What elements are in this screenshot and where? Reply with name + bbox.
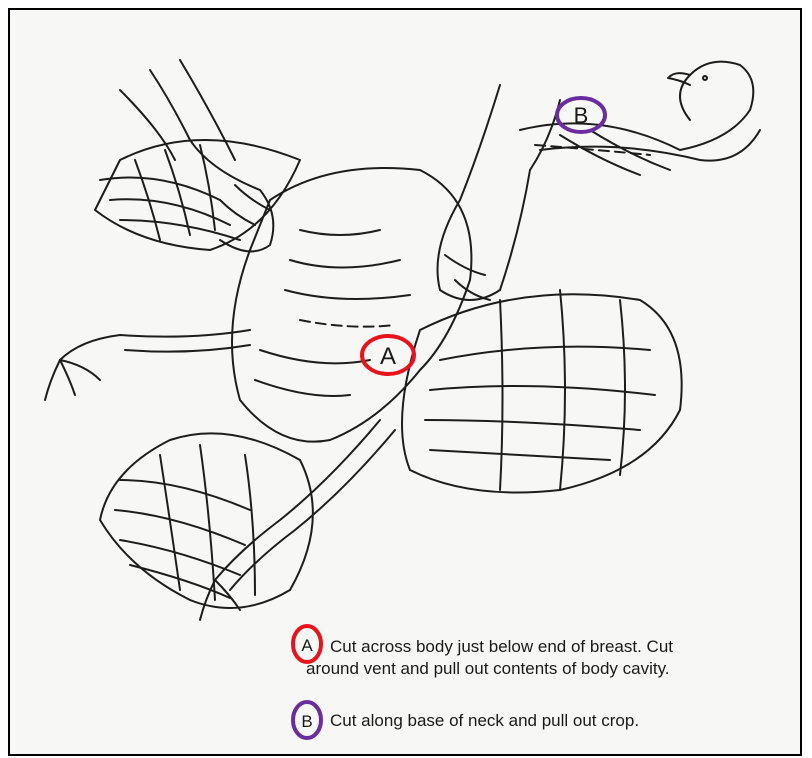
- marker-a-on-diagram: A: [362, 336, 414, 374]
- legend-a-letter: A: [301, 636, 313, 655]
- legend-a-text: Cut across body just below end of breast…: [330, 636, 790, 680]
- right-leg: [200, 420, 395, 620]
- legend-marker-a: A: [293, 626, 321, 662]
- marker-a-letter: A: [380, 343, 396, 370]
- marker-b-on-diagram: B: [557, 98, 605, 132]
- legend-marker-b: B: [293, 702, 321, 738]
- right-hand: [438, 85, 561, 300]
- right-wing: [402, 290, 682, 493]
- legend-a-line1: Cut across body just below end of breast…: [330, 637, 673, 656]
- tail-fan: [100, 433, 313, 608]
- marker-b-letter: B: [574, 103, 589, 128]
- legend-b-line1: Cut along base of neck and pull out crop…: [330, 711, 639, 730]
- legend-b-text: Cut along base of neck and pull out crop…: [330, 710, 790, 732]
- legend-a-line2: around vent and pull out contents of bod…: [306, 658, 790, 680]
- legend-b-letter: B: [301, 712, 312, 731]
- left-hand: [120, 60, 273, 251]
- left-leg: [45, 330, 250, 400]
- left-wing: [95, 140, 300, 250]
